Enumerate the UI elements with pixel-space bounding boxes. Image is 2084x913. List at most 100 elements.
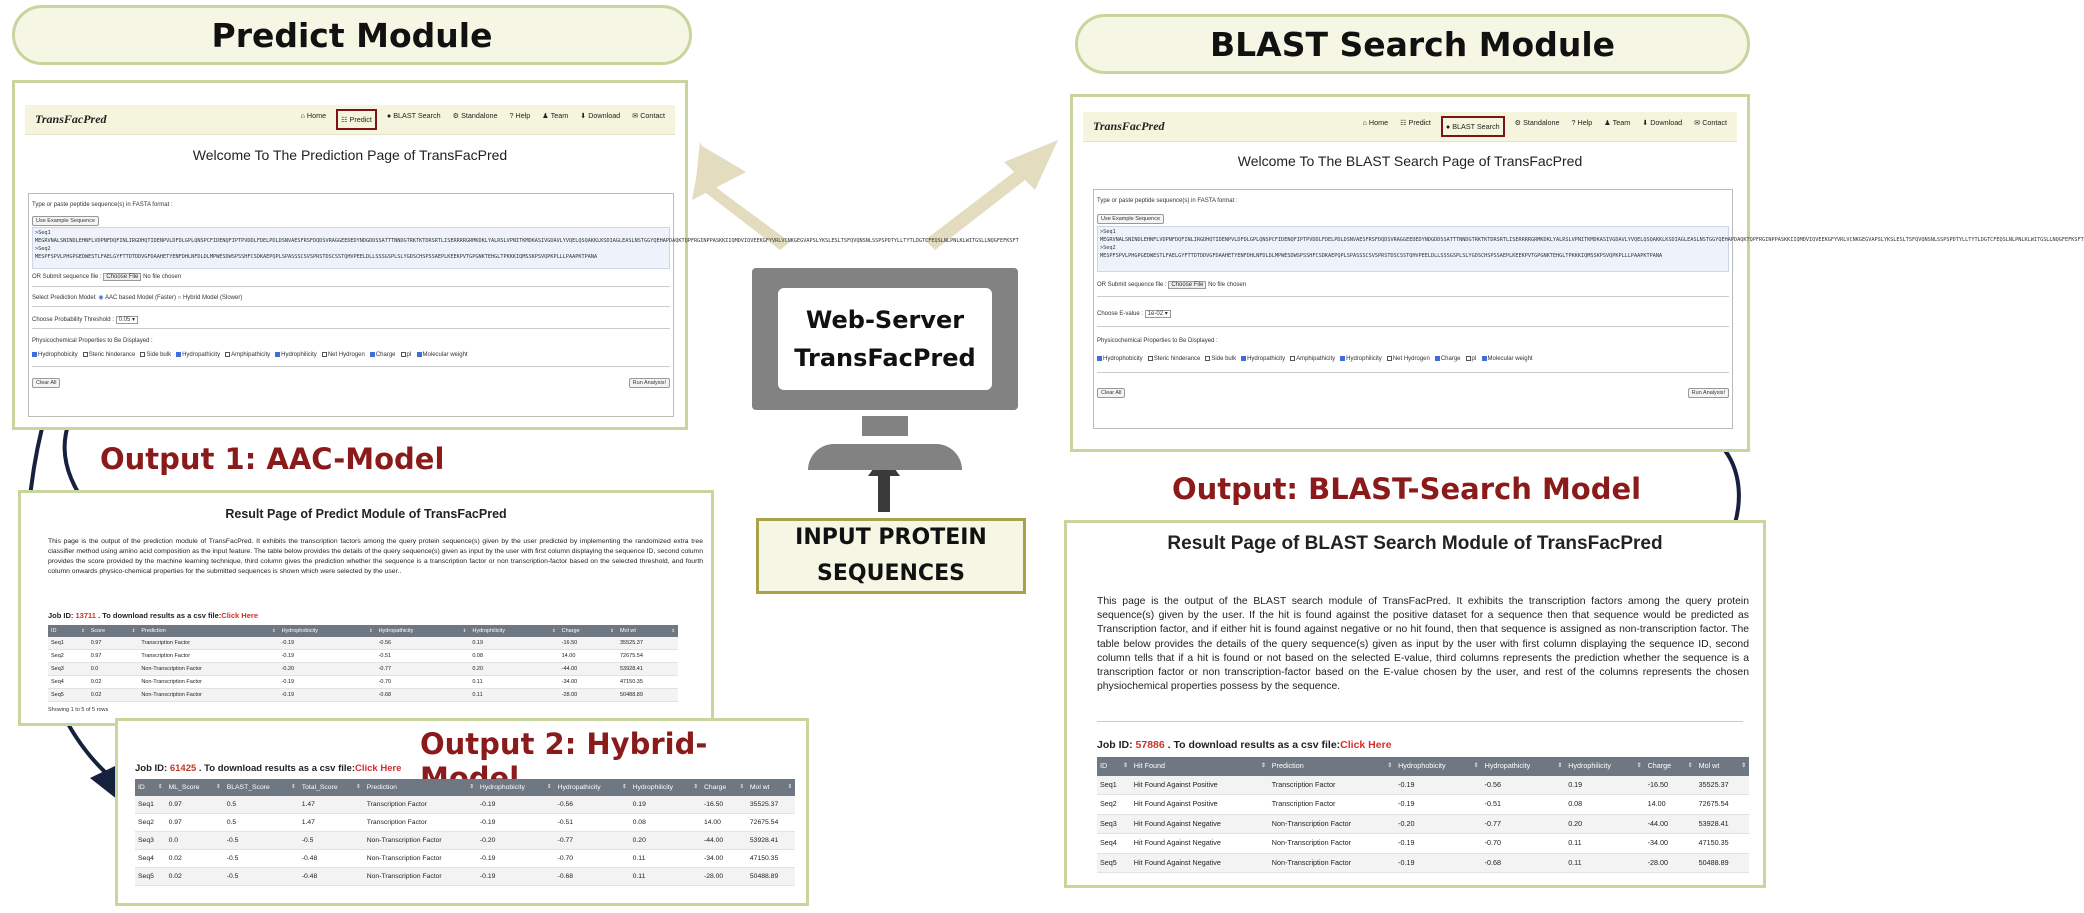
nav-predict[interactable]: ☷ Predict [336, 109, 377, 130]
property-checkbox[interactable]: Molecular weight [416, 352, 468, 358]
use-example-button[interactable]: Use Example Sequence [32, 216, 100, 226]
property-checkbox[interactable]: Net Hydrogen [321, 352, 365, 358]
property-checkbox[interactable]: Side bulk [140, 352, 171, 358]
output2-heading: Output 2: Hybrid-Model [420, 727, 708, 795]
predict-page-screenshot: TransFacPred ⌂ Home ☷ Predict ● BLAST Se… [12, 80, 1019, 430]
property-checkbox[interactable]: Side bulk [1205, 356, 1236, 362]
nav-contact[interactable]: ✉ Contact [1694, 118, 1727, 127]
nav-home[interactable]: ⌂ Home [1362, 118, 1389, 127]
nav-download[interactable]: ⬇ Download [580, 111, 621, 120]
property-checkbox[interactable]: Amphipathicity [225, 352, 270, 358]
nav-predict[interactable]: ☷ Predict [1400, 118, 1431, 127]
monitor-neck [862, 416, 908, 436]
download-link[interactable]: Click Here [355, 763, 402, 774]
blast-instruction: Type or paste peptide sequence(s) in FAS… [1097, 198, 1238, 204]
run-analysis-button[interactable]: Run Analysis! [628, 378, 670, 388]
predict-threshold-row: Choose Probability Threshold : 0.05 ▾ [32, 316, 138, 324]
output3-table: ID ⇕Hit Found ⇕Prediction ⇕Hydrophobicit… [1097, 757, 1749, 873]
property-checkbox[interactable]: Hydrophobicity [1097, 356, 1143, 362]
download-link[interactable]: Click Here [1340, 739, 1392, 751]
threshold-select[interactable]: 0.05 ▾ [115, 316, 138, 324]
nav-standalone[interactable]: ⚙ Standalone [1514, 118, 1560, 127]
output3-heading: Output: BLAST-Search Model [1172, 472, 1642, 506]
blast-module-title: BLAST Search Module [1075, 14, 1750, 74]
property-checkbox[interactable]: Hydrophilicity [1340, 356, 1382, 362]
evalue-select[interactable]: 1e-02 ▾ [1144, 310, 1171, 318]
nav-blast[interactable]: ● BLAST Search [1440, 116, 1505, 137]
choose-file-button[interactable]: Choose File [1168, 281, 1207, 289]
nav-team[interactable]: ♟ Team [542, 111, 569, 120]
output3-paragraph: This page is the output of the BLAST sea… [1097, 596, 1749, 693]
property-checkbox[interactable]: Charge [1434, 356, 1461, 362]
property-checkbox[interactable]: Steric hinderance [82, 352, 135, 358]
property-checkbox[interactable]: Amphipathicity [1290, 356, 1335, 362]
table-header: ID ⇕Score ⇕Prediction ⇕Hydrophobicity ⇕H… [48, 625, 678, 637]
blast-props-label: Physicochemical Properties to Be Display… [1097, 338, 1218, 344]
property-checkbox[interactable]: Hydrophobicity [32, 352, 78, 358]
monitor-base [808, 444, 962, 470]
property-checkbox[interactable]: pI [1465, 356, 1477, 362]
property-checkbox[interactable]: pI [400, 352, 412, 358]
brand-logo: TransFacPred [1093, 119, 1165, 133]
blast-welcome-title: Welcome To The BLAST Search Page of Tran… [1237, 153, 1583, 169]
nav-download[interactable]: ⬇ Download [1642, 118, 1683, 127]
output1-screenshot: Result Page of Predict Module of TransFa… [18, 490, 714, 726]
property-checkbox[interactable]: Hydropathicity [176, 352, 220, 358]
server-line1: Web-Server [805, 306, 965, 334]
property-checkbox[interactable]: Charge [369, 352, 396, 358]
predict-welcome-title: Welcome To The Prediction Page of TransF… [192, 147, 508, 163]
predict-sequence-textarea[interactable]: >Seq1 MEGRVNALSNINDLEHNFLVDPNFDQFINLIRGD… [32, 227, 1019, 269]
blast-props-checkboxes[interactable]: Hydrophobicity Steric hinderance Side bulk… [1097, 356, 1538, 362]
blast-form: Type or paste peptide sequence(s) in FAS… [1093, 189, 2084, 429]
nav-team[interactable]: ♟ Team [1604, 118, 1631, 127]
navy-arrowhead-output2 [90, 766, 118, 800]
property-checkbox[interactable]: Hydrophilicity [275, 352, 317, 358]
model-option-aac[interactable]: AAC based Model (Faster) [104, 295, 176, 301]
output1-table: ID ⇕Score ⇕Prediction ⇕Hydrophobicity ⇕H… [48, 625, 678, 702]
clear-all-button[interactable]: Clear All [1097, 388, 1126, 398]
input-line1: INPUT PROTEIN [795, 525, 987, 550]
clear-all-button[interactable]: Clear All [32, 378, 61, 388]
predict-navbar: TransFacPred ⌂ Home ☷ Predict ● BLAST Se… [25, 105, 675, 135]
predict-model-row: Select Prediction Model: ◉ AAC based Mod… [32, 295, 243, 301]
output3-title: Result Page of BLAST Search Module of Tr… [1167, 533, 1663, 554]
property-checkbox[interactable]: Net Hydrogen [1386, 356, 1430, 362]
nav-contact[interactable]: ✉ Contact [632, 111, 665, 120]
output3-jobid: Job ID: 57886 . To download results as a… [1097, 739, 1392, 751]
output1-paragraph: This page is the output of the predictio… [48, 538, 703, 575]
predict-props-checkboxes[interactable]: Hydrophobicity Steric hinderance Side bulk… [32, 352, 473, 358]
run-analysis-button[interactable]: Run Analysis! [1687, 388, 1729, 398]
blast-navbar: TransFacPred ⌂ Home ☷ Predict ● BLAST Se… [1083, 112, 1737, 142]
predict-module-title: Predict Module [12, 5, 692, 65]
blast-evalue-row: Choose E-value : 1e-02 ▾ [1097, 310, 1171, 318]
use-example-button[interactable]: Use Example Sequence [1097, 214, 1165, 224]
nav-help[interactable]: ? Help [1571, 118, 1593, 127]
download-link[interactable]: Click Here [221, 611, 258, 620]
nav-standalone[interactable]: ⚙ Standalone [452, 111, 498, 120]
blast-sequence-textarea[interactable]: >Seq1 MEGRVNALSNINDLEHNFLVDPNFDQFINLIRGD… [1097, 226, 2084, 272]
predict-props-label: Physicochemical Properties to Be Display… [32, 338, 153, 344]
choose-file-button[interactable]: Choose File [103, 273, 142, 281]
nav-blast[interactable]: ● BLAST Search [386, 111, 441, 120]
property-checkbox[interactable]: Steric hinderance [1147, 356, 1200, 362]
property-checkbox[interactable]: Hydropathicity [1241, 356, 1285, 362]
brand-logo: TransFacPred [35, 112, 107, 126]
table-header: ID ⇕Hit Found ⇕Prediction ⇕Hydrophobicit… [1097, 757, 1749, 776]
nav-help[interactable]: ? Help [509, 111, 531, 120]
nav-home[interactable]: ⌂ Home [300, 111, 327, 120]
server-line2: TransFacPred [794, 344, 976, 372]
model-option-hybrid[interactable]: Hybrid Model (Slower) [182, 295, 243, 301]
property-checkbox[interactable]: Molecular weight [1481, 356, 1533, 362]
output3-screenshot: Result Page of BLAST Search Module of Tr… [1064, 520, 1766, 888]
